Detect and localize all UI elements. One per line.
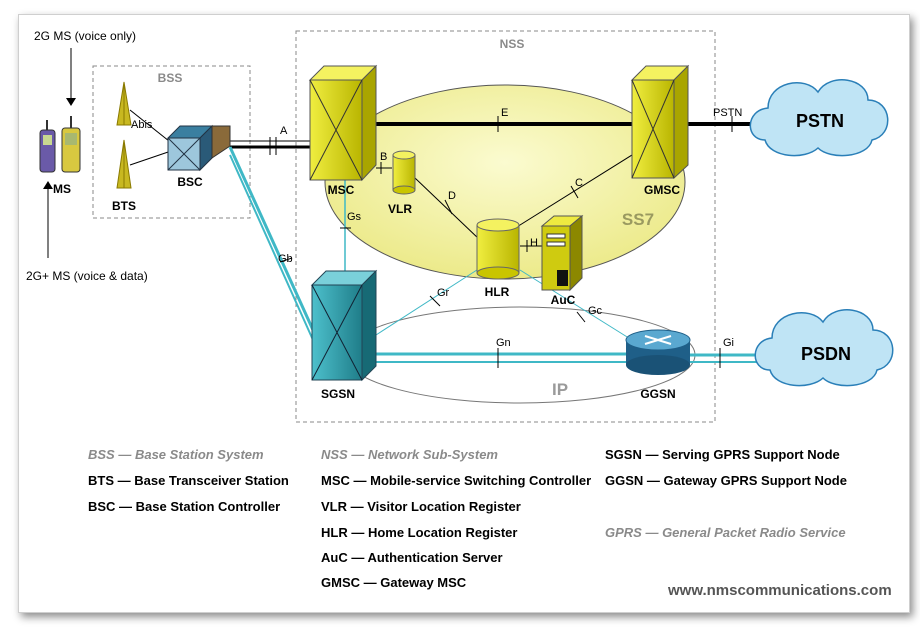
legend-nss: NSS — Network Sub-System [321,447,498,462]
bsc-label: BSC [177,175,203,189]
interface-b-label: B [380,151,387,163]
psdn-cloud-icon [754,309,894,387]
legend-msc: MSC — Mobile-service Switching Controlle… [321,473,592,488]
interface-c-label: C [575,177,583,189]
interface-gs-label: Gs [347,211,362,223]
legend-vlr: VLR — Visitor Location Register [321,499,521,514]
credit-url[interactable]: www.nmscommunications.com [668,582,892,599]
legend-gmsc: GMSC — Gateway MSC [321,575,467,590]
legend-sgsn: SGSN — Serving GPRS Support Node [605,447,840,462]
bts-tower-icon [116,81,132,189]
ss7-label: SS7 [622,210,654,229]
gb-interface-link [228,146,315,331]
c-interface-link [511,149,641,231]
bss-group-label: BSS [158,71,183,85]
hlr-database-icon [476,218,520,280]
legend-bsc: BSC — Base Station Controller [88,499,281,514]
interface-gc-label: Gc [588,305,603,317]
vlr-database-icon [392,150,416,195]
gc-interface-link [519,269,633,341]
sgsn-switch-icon [310,269,378,382]
legend-gprs: GPRS — General Packet Radio Service [605,525,846,540]
interface-h-label: H [530,237,538,249]
interface-gr-label: Gr [437,287,450,299]
msc-switch-icon [308,64,378,182]
legend-auc: AuC — Authentication Server [321,550,503,565]
msc-label: MSC [328,183,355,197]
pstn-cloud-icon [749,79,889,157]
ms-data-label: 2G+ MS (voice & data) [26,269,148,283]
interface-d-label: D [448,190,456,202]
sgsn-label: SGSN [321,387,355,401]
legend-bts: BTS — Base Transceiver Station [88,473,289,488]
bss-group-box [92,65,251,219]
vlr-label: VLR [388,202,412,216]
ms-label: MS [53,182,71,196]
interface-a-label: A [280,125,288,137]
ggsn-label: GGSN [640,387,675,401]
bsc-switch-icon [166,124,231,172]
ggsn-router-icon [625,329,691,375]
mobile-phone-icon [39,116,81,173]
legend-hlr: HLR — Home Location Register [321,525,518,540]
hlr-label: HLR [485,285,510,299]
ip-label: IP [552,380,568,399]
bts-label: BTS [112,199,136,213]
gmsc-switch-icon [630,64,690,180]
interface-gi-label: Gi [723,337,734,349]
ms-voice-label: 2G MS (voice only) [34,29,136,43]
auc-server-icon [540,214,584,292]
interface-gn-label: Gn [496,337,511,349]
d-interface-link [414,177,481,241]
pstn-label: PSTN [796,111,844,131]
psdn-label: PSDN [801,344,851,364]
gr-interface-link [375,267,481,336]
legend-ggsn: GGSN — Gateway GPRS Support Node [605,473,847,488]
auc-label: AuC [551,293,576,307]
legend-bss: BSS — Base Station System [88,447,264,462]
nss-group-box [295,30,716,423]
nss-group-label: NSS [500,37,525,51]
interface-abis-label: Abis [131,119,153,131]
interface-e-label: E [501,107,508,119]
interface-gb-label: Gb [278,253,293,265]
interface-pstn-label: PSTN [713,107,742,119]
gmsc-label: GMSC [644,183,680,197]
